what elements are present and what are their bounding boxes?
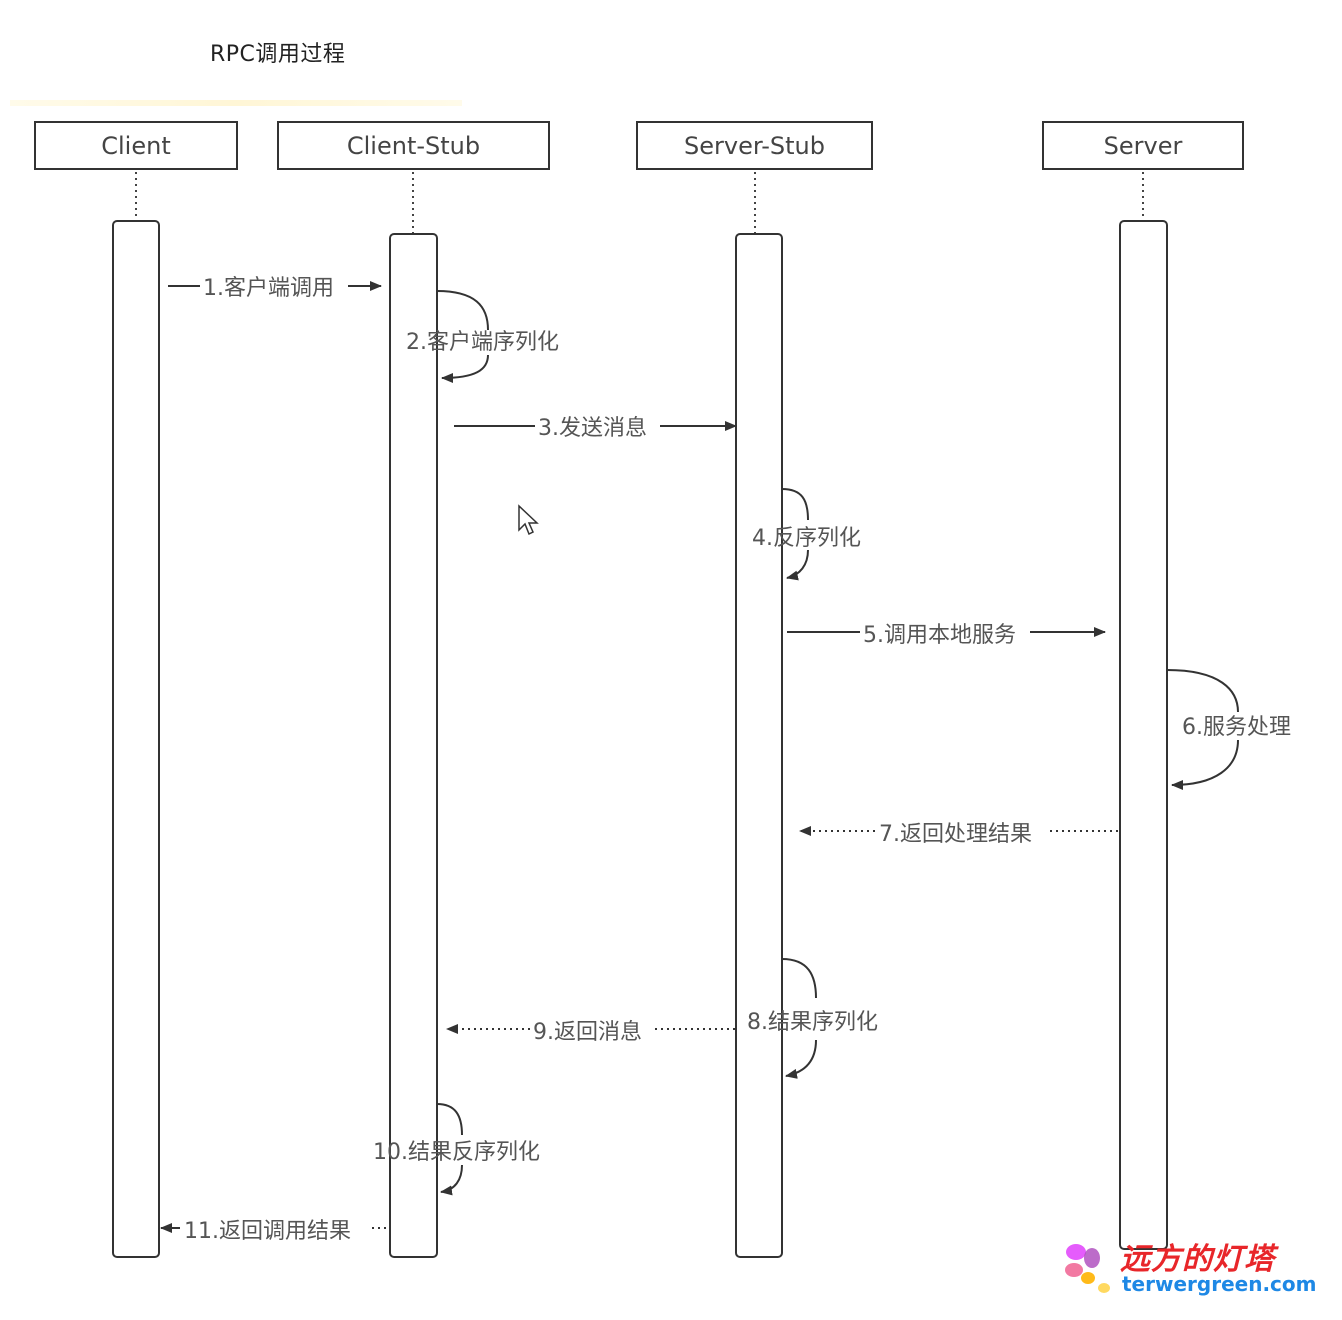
msg-2-self-arrow [437,290,489,378]
butterfly-logo-icon [1065,1244,1110,1293]
msg-4-label: 4.反序列化 [752,526,861,551]
watermark-site: terwergreen.com [1122,1272,1317,1296]
msg-5-label: 5.调用本地服务 [863,623,1016,648]
actor-server-stub: Server-Stub [636,121,873,170]
msg-11-label: 11.返回调用结果 [184,1219,351,1244]
msg-8-label: 8.结果序列化 [747,1010,878,1035]
mouse-cursor-icon [518,504,539,536]
actor-client-stub: Client-Stub [277,121,550,170]
diagram-title: RPC调用过程 [210,42,346,67]
activation-server-stub [735,233,783,1258]
watermark: 远方的灯塔 terwergreen.com [1062,1232,1322,1302]
msg-9-label: 9.返回消息 [533,1020,642,1045]
watermark-name: 远方的灯塔 [1120,1242,1275,1277]
title-underline [10,100,462,106]
msg-7-label: 7.返回处理结果 [879,822,1032,847]
actor-server-label: Server [1103,131,1183,160]
actor-server-stub-label: Server-Stub [684,131,825,160]
actor-client: Client [34,121,238,170]
activation-client-stub [389,233,438,1258]
msg-1-label: 1.客户端调用 [203,276,334,301]
msg-10-label: 10.结果反序列化 [373,1140,540,1165]
msg-8-self-arrow [782,958,817,1076]
msg-4-self-arrow [782,488,809,578]
msg-3-label: 3.发送消息 [538,416,647,441]
msg-6-self-arrow [1167,669,1239,785]
actor-server: Server [1042,121,1244,170]
actor-client-stub-label: Client-Stub [346,131,481,160]
msg-6-label: 6.服务处理 [1182,715,1291,740]
actor-client-label: Client [101,131,171,160]
activation-client [112,220,160,1258]
msg-2-label: 2.客户端序列化 [406,330,559,355]
msg-10-self-arrow [437,1103,463,1192]
activation-server [1119,220,1168,1250]
